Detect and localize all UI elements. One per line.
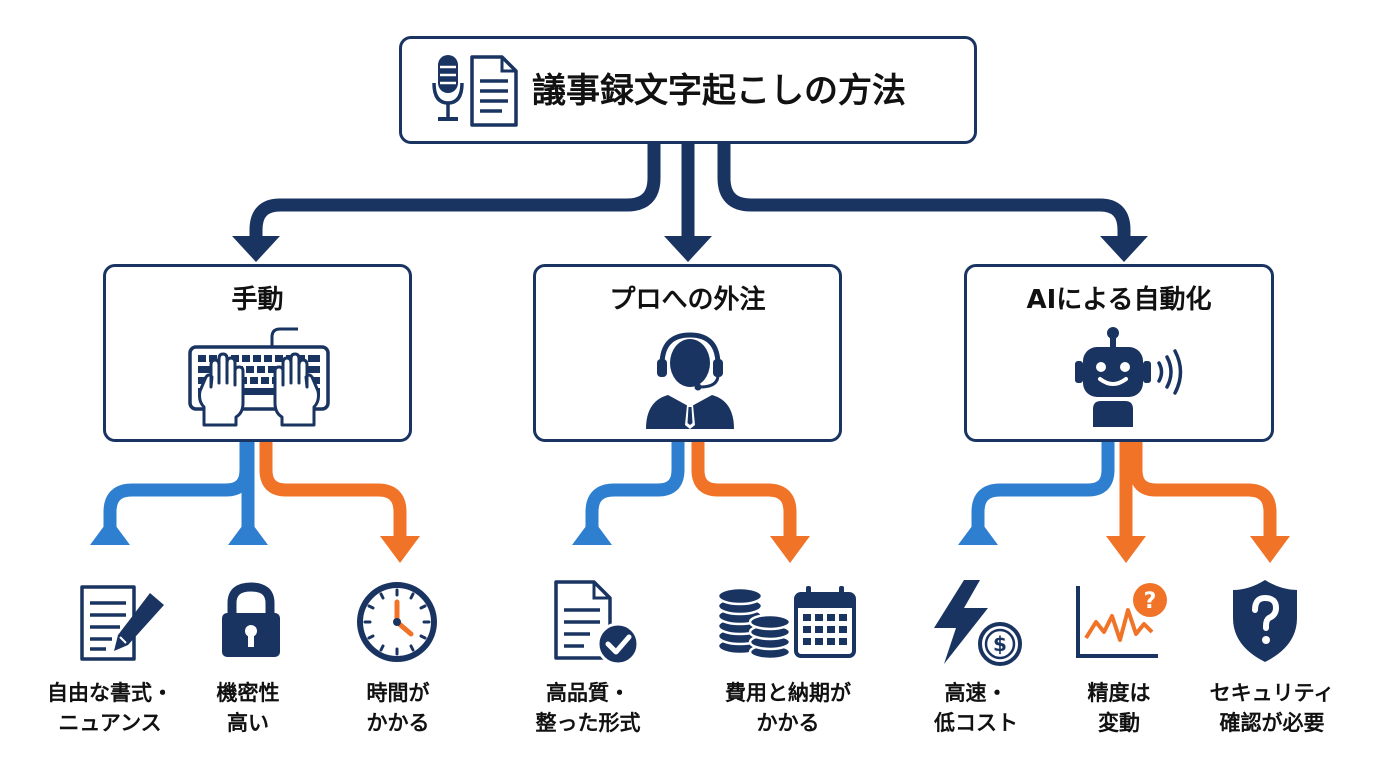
document-check-icon [554,580,640,666]
connector-to-manual [249,142,661,238]
title-arrowheads [232,236,1148,262]
outcome-line1: 精度は [1087,681,1151,705]
arrowhead-manual-pro1 [90,518,130,545]
fluctuation-chart-icon: ? [1076,583,1167,658]
method-label-manual: 手動 [231,285,284,315]
outcome-line1: 高速・ [944,681,1008,705]
method-box-outsource: プロへの外注 [533,264,842,442]
outcome-line2: 変動 [1098,711,1140,735]
outcome-line1: 自由な書式・ [47,681,173,705]
coins-calendar-icon [716,586,856,661]
outcome-caption-4: 高品質・整った形式 [510,678,666,738]
connector-ai-con2 [1129,442,1277,538]
connector-outsource-pro [585,442,685,545]
typing-hands-icon [188,327,330,427]
outcome-line1: 高品質・ [546,681,630,705]
outcome-line2: ニュアンス [58,711,162,735]
arrowhead-manual-pro2 [228,518,268,545]
arrowhead-outsource-con [770,536,810,563]
title-box: 議事録文字起こしの方法 [399,36,977,144]
page-title: 議事録文字起こしの方法 [532,71,906,111]
title-connectors [249,142,1131,238]
method-box-manual: 手動 [103,264,412,442]
outcome-line1: 費用と納期が [725,681,851,705]
connector-manual-con1 [259,442,407,538]
outcome-caption-3: 時間がかかる [330,678,466,738]
outcome-line2: 整った形式 [535,711,641,735]
outcome-line2: かかる [366,711,430,735]
arrowhead-ai-con1 [1106,536,1146,563]
outcome-line2: かかる [756,711,820,735]
outcome-line2: 低コスト [934,711,1018,735]
connector-outsource-con [691,442,797,538]
connector-ai-pro [971,442,1115,545]
document-pen-icon [80,585,164,661]
outcome-line2: 確認が必要 [1219,711,1325,735]
svg-text:$: $ [993,632,1007,656]
outcome-line1: セキュリティ [1209,681,1335,705]
clock-icon [357,582,437,662]
robot-icon [1075,327,1183,427]
arrowhead-manual-con1 [380,536,420,563]
method-label-outsource: プロへの外注 [609,285,766,315]
outcome-caption-1: 自由な書式・ニュアンス [20,678,200,738]
connector-to-ai [717,142,1131,238]
connector-manual-pro1 [103,442,253,545]
outcome-caption-2: 機密性高い [180,678,316,738]
arrowhead-ai [1100,236,1148,262]
padlock-icon [222,582,280,657]
outcome-caption-7: 精度は変動 [1054,678,1184,738]
headset-operator-icon [646,332,734,429]
shield-question-icon [1233,580,1297,662]
outcome-line1: 時間が [366,681,430,705]
arrowhead-ai-con2 [1250,536,1290,563]
outcome-line2: 高い [227,711,269,735]
arrowhead-outsource [664,236,712,262]
outcome-caption-5: 費用と納期がかかる [706,678,870,738]
outcome-line1: 機密性 [216,681,280,705]
outcome-caption-8: セキュリティ確認が必要 [1186,678,1358,738]
arrowhead-manual [232,236,280,262]
arrowhead-ai-pro [958,518,998,545]
microphone-document-icon [432,55,518,127]
outcome-caption-6: 高速・低コスト [906,678,1046,738]
svg-text:?: ? [1144,589,1157,614]
lightning-coin-icon: $ [934,580,1022,666]
arrowhead-outsource-pro [572,518,612,545]
method-box-ai: AIによる自動化 [964,264,1274,442]
method-label-ai: AIによる自動化 [1026,285,1212,315]
